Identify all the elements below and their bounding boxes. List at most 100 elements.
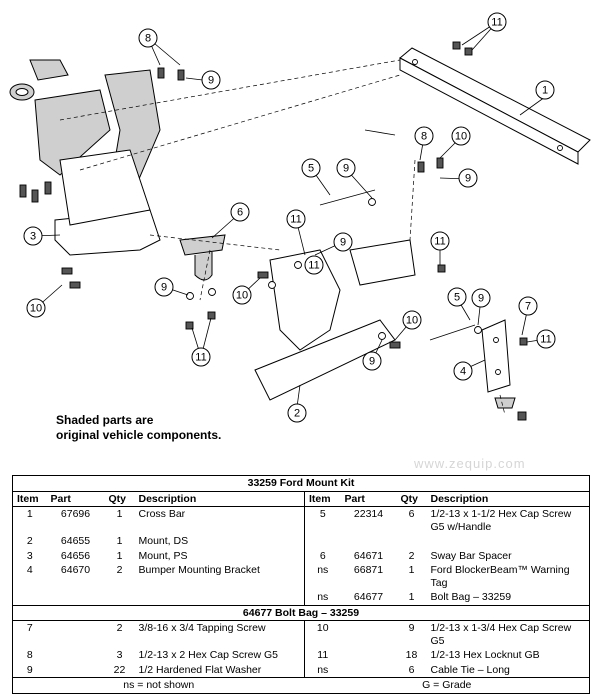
callout-label: 4 xyxy=(460,366,466,378)
table-cell: 2 xyxy=(116,622,123,634)
mount-ds-part xyxy=(254,239,416,401)
table-cell xyxy=(13,590,47,605)
table-cell: 5 xyxy=(304,506,341,534)
table-cell: 2 xyxy=(26,535,33,547)
callout-8: 8 xyxy=(138,28,158,48)
table-cell: 1 xyxy=(116,508,123,520)
column-header: Qty xyxy=(104,490,135,507)
callout-5: 5 xyxy=(447,287,467,307)
callout-11: 11 xyxy=(430,231,450,251)
callout-10: 10 xyxy=(402,310,422,330)
table-cell xyxy=(341,663,397,678)
callout-label: 3 xyxy=(30,231,36,243)
note-line-2: original vehicle components. xyxy=(56,428,222,442)
column-header: Item xyxy=(12,490,47,507)
callout-label: 7 xyxy=(525,301,531,313)
handle-screws-part xyxy=(319,129,476,341)
callout-9: 9 xyxy=(458,168,478,188)
table-cell xyxy=(105,590,135,605)
table-cell xyxy=(47,663,105,678)
bolt-bag-title: 64677 Bolt Bag – 33259 xyxy=(12,604,590,621)
kit-title-text: 33259 Ford Mount Kit xyxy=(12,475,590,492)
table-cell: 64656 xyxy=(60,549,91,562)
table-cell: 1 xyxy=(408,591,415,603)
table-cell: Cable Tie – Long xyxy=(430,663,510,676)
callout-label: 5 xyxy=(454,292,460,304)
table-cell: 11 xyxy=(304,648,341,663)
table-cell: 7 xyxy=(26,622,33,634)
column-header: Description xyxy=(426,490,590,507)
callout-11: 11 xyxy=(304,255,324,275)
callout-label: 10 xyxy=(406,315,418,327)
note-line-1: Shaded parts are xyxy=(56,413,154,427)
callout-10: 10 xyxy=(451,126,471,146)
hardware-fasteners xyxy=(19,41,528,421)
table-row: 2 64655 1 Mount, DS xyxy=(13,534,590,549)
table-cell: 67696 xyxy=(60,508,91,520)
callout-6: 6 xyxy=(230,202,250,222)
callout-11: 11 xyxy=(536,329,556,349)
table-cell: 64677 xyxy=(353,591,384,603)
table-cell: ns xyxy=(304,662,341,678)
callout-9: 9 xyxy=(201,70,221,90)
table-cell: Bolt Bag – 33259 xyxy=(430,591,512,603)
table-cell: 6 xyxy=(408,663,415,676)
cross-bar-part xyxy=(399,47,591,165)
table-cell: 22314 xyxy=(353,508,384,520)
tow-hook-part xyxy=(9,59,69,101)
table-cell: 64670 xyxy=(60,564,91,576)
callout-label: 9 xyxy=(465,173,471,185)
callout-9: 9 xyxy=(154,277,174,297)
table-cell xyxy=(47,648,105,663)
table-cell xyxy=(47,621,105,649)
callout-label: 11 xyxy=(290,214,301,226)
column-header: Part xyxy=(340,490,397,507)
callout-label: 8 xyxy=(145,33,151,45)
column-header: Description xyxy=(134,490,305,507)
table-cell xyxy=(341,621,397,649)
callout-label: 1 xyxy=(542,85,548,97)
callout-10: 10 xyxy=(232,285,252,305)
table-cell: 18 xyxy=(405,649,418,661)
table-cell: 1/2-13 x 1-3/4 Hex Cap Screw G5 xyxy=(430,622,572,647)
table-cell: 1/2-13 x 2 Hex Cap Screw G5 xyxy=(138,649,278,661)
table-cell: 1 xyxy=(116,535,123,547)
callout-10: 10 xyxy=(26,298,46,318)
callout-label: 9 xyxy=(343,163,349,175)
table-cell: 8 xyxy=(26,649,33,661)
table-cell xyxy=(304,534,341,549)
callout-label: 11 xyxy=(491,17,502,29)
callout-label: 5 xyxy=(308,163,314,175)
callout-label: 11 xyxy=(195,352,206,364)
callout-9: 9 xyxy=(333,232,353,252)
table-cell: Mount, DS xyxy=(138,535,189,547)
table-cell: 10 xyxy=(304,620,341,648)
table-cell: 1 xyxy=(116,549,123,562)
shaded-parts-note: Shaded parts are original vehicle compon… xyxy=(56,413,221,443)
callout-11: 11 xyxy=(191,347,211,367)
bumper-bracket-part xyxy=(481,319,516,409)
table-cell: Cross Bar xyxy=(138,508,186,520)
table-cell xyxy=(135,590,305,605)
table-cell: 1 xyxy=(408,564,415,576)
callout-8: 8 xyxy=(414,126,434,146)
callout-label: 8 xyxy=(421,131,427,143)
table-cell: 6 xyxy=(408,508,415,520)
table-cell: 3/8-16 x 3/4 Tapping Screw xyxy=(138,622,266,634)
table-cell: 4 xyxy=(26,564,33,576)
column-header: Item xyxy=(304,490,341,507)
mount-ps-part xyxy=(54,149,161,256)
table-cell: 64655 xyxy=(60,535,91,547)
callout-label: 9 xyxy=(369,356,375,368)
callout-9: 9 xyxy=(336,158,356,178)
callout-label: 2 xyxy=(294,408,300,420)
callout-4: 4 xyxy=(453,361,473,381)
callout-label: 11 xyxy=(540,334,551,346)
